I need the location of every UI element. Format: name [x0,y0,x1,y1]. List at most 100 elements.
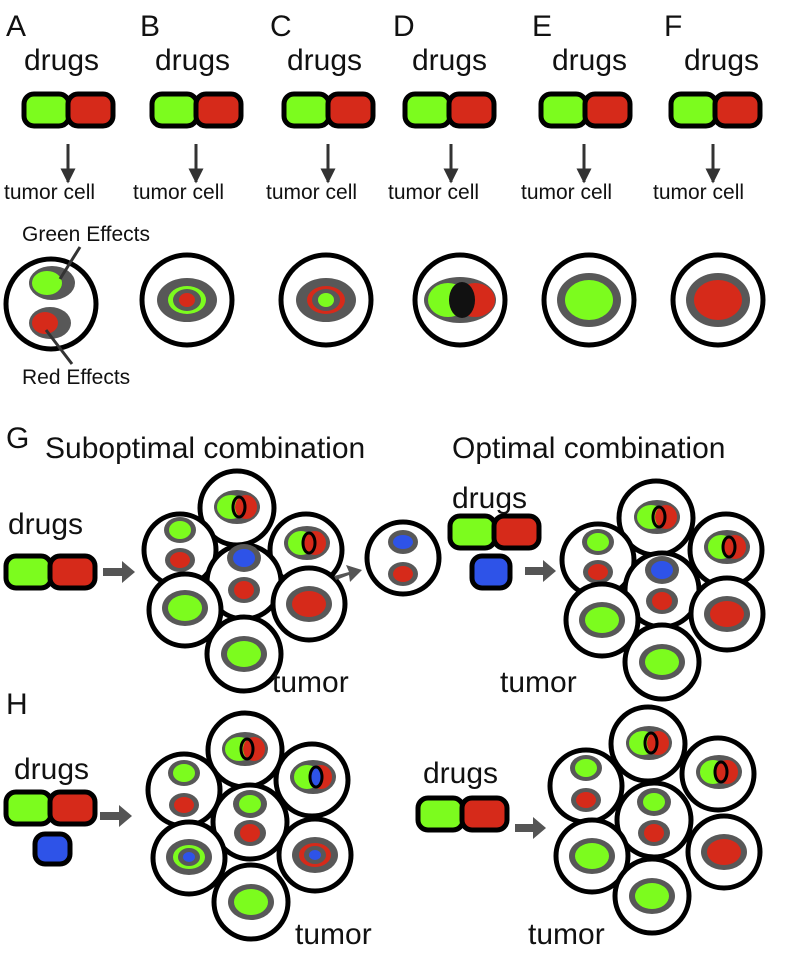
green-effect [643,793,665,811]
green-effect [645,649,679,675]
blue-effect [309,850,321,860]
panel-g-drugs-right: drugs [452,482,527,515]
red-drug-capsule [325,91,376,129]
overlap-ring [651,505,667,529]
red-effects-label: Red Effects [22,366,130,389]
panel-e-drugs-label: drugs [552,44,627,77]
panel-g-drugs-left: drugs [8,508,83,541]
red-drug-capsule [582,91,633,129]
green-drug-capsule [21,91,72,129]
overlap-ring [643,731,659,755]
red-effect [393,566,413,582]
overlap-ring [301,531,317,555]
panel-e-letter: E [532,10,552,43]
panel-c-drugs-label: drugs [287,44,362,77]
green-drug-capsule [402,91,453,129]
green-effect [565,280,613,320]
blue-overlap-effect [308,765,324,789]
arrow-to-tumor [515,817,546,839]
red-effects-pointer [44,329,74,365]
panel-b-target-label: tumor cell [133,181,224,204]
panel-f: F drugs tumor cell [653,10,766,348]
red-drug-capsule [459,795,510,833]
panel-e: E drugs tumor cell [521,10,637,348]
red-effect [576,792,596,808]
red-effect [170,552,190,568]
panel-h-letter: H [6,688,28,721]
green-effect [585,607,619,633]
panel-b-drugs-label: drugs [155,44,230,77]
blue-drug-capsule [32,831,73,867]
red-effect [174,797,194,813]
red-effect [234,581,254,599]
green-drug-capsule [415,795,466,833]
green-drug-capsule [3,789,54,827]
red-effect [32,312,58,334]
tumor-cluster-h-right [547,704,763,936]
red-drug-capsule [65,91,116,129]
green-drug-capsule [668,91,719,129]
green-effect [239,795,261,813]
red-effect [292,591,326,617]
red-effect [694,280,742,320]
green-drug-capsule [447,513,498,551]
overlap-effect [449,282,475,318]
red-effect [710,601,744,627]
green-drug-capsule [149,91,200,129]
arrow-to-tumor [100,805,132,827]
red-effect [644,824,664,842]
panel-b: B drugs tumor cell [133,10,244,348]
red-drug-capsule [712,91,763,129]
green-effect [318,293,334,307]
green-effect [227,641,261,667]
panel-h-tumor-left: tumor [295,918,372,951]
red-effect [707,839,741,865]
blue-effect [183,852,195,862]
green-effect [32,271,62,295]
red-drug-capsule [47,553,98,591]
panel-g-letter: G [6,422,29,455]
overlap-ring [721,535,737,559]
arrow-to-tumor [103,561,135,583]
overlap-ring [713,760,729,784]
green-drug-capsule [281,91,332,129]
panel-h: H drugs [3,688,763,951]
panel-d-letter: D [393,10,415,43]
green-effect [635,883,669,909]
arrow-to-tumor [525,560,556,582]
panel-g-title-left: Suboptimal combination [45,432,365,465]
panel-c: C drugs tumor cell [266,10,376,348]
blue-drug-capsule [469,553,513,591]
red-drug-capsule [446,91,497,129]
panel-e-target-label: tumor cell [521,181,612,204]
panel-d: D drugs tumor cell [388,10,508,348]
green-effect [587,533,609,551]
red-drug-capsule [193,91,244,129]
panel-a: A drugs tumor cell Green Effects Red Eff… [3,10,150,389]
panel-f-target-label: tumor cell [653,181,744,204]
overlap-ring [231,495,247,519]
green-effect [168,595,202,621]
panel-a-drugs-label: drugs [24,44,99,77]
red-effect [179,293,195,307]
panel-h-tumor-right: tumor [528,918,605,951]
panel-d-target-label: tumor cell [388,181,479,204]
green-drug-capsule [3,553,54,591]
panel-f-letter: F [664,10,682,43]
green-effects-label: Green Effects [22,223,150,246]
green-effect [575,759,597,777]
green-effect [173,764,195,782]
panel-b-letter: B [140,10,160,43]
panel-g: G Suboptimal combination Optimal combina… [3,422,766,702]
tumor-cluster-right [559,478,766,702]
red-drug-capsule [47,789,98,827]
blue-effect [651,561,673,579]
panel-c-letter: C [270,10,292,43]
overlap-ring [239,737,255,761]
panel-c-target-label: tumor cell [266,181,357,204]
tumor-cluster-h-left [145,710,354,942]
green-effects-pointer [58,246,82,280]
blue-effect [393,535,413,549]
green-drug-capsule [538,91,589,129]
